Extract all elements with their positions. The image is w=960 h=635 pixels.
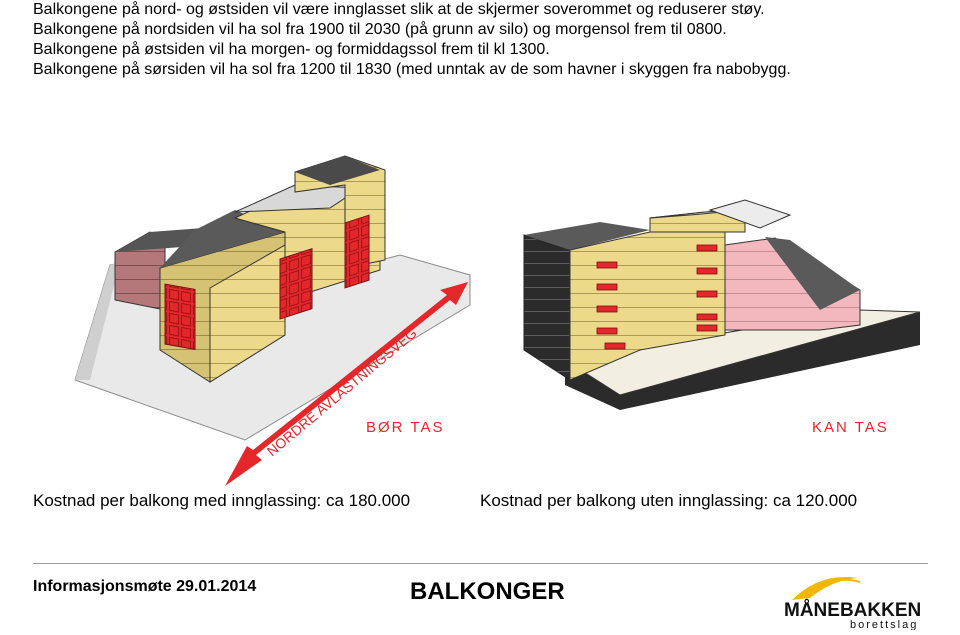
intro-line-1: Balkongene på nord- og østsiden vil være… bbox=[33, 1, 765, 18]
right-caption: KAN TAS bbox=[812, 419, 889, 436]
cost-without-glazing: Kostnad per balkong uten innglassing: ca… bbox=[480, 491, 858, 510]
right-building bbox=[523, 199, 921, 410]
page-title: BALKONGER bbox=[410, 578, 565, 605]
footer-divider bbox=[33, 563, 928, 564]
logo-name: MÅNEBAKKEN bbox=[784, 600, 921, 621]
logo-sub: borettslag bbox=[850, 619, 918, 630]
road-arrow bbox=[225, 282, 468, 486]
cost-with-glazing: Kostnad per balkong med innglassing: ca … bbox=[33, 491, 411, 510]
meeting-date: Informasjonsmøte 29.01.2014 bbox=[33, 578, 257, 595]
left-caption: BØR TAS bbox=[366, 419, 444, 436]
intro-line-4: Balkongene på sørsiden vil ha sol fra 12… bbox=[33, 61, 791, 78]
intro-line-3: Balkongene på østsiden vil ha morgen- og… bbox=[33, 41, 550, 58]
intro-text: Balkongene på nord- og østsiden vil være… bbox=[33, 0, 943, 80]
building-illustration: NORDRE AVLASTNINGSVEG BØR TAS bbox=[0, 100, 960, 490]
left-building bbox=[74, 155, 471, 441]
manebakken-logo: MÅNEBAKKEN borettslag bbox=[780, 572, 940, 631]
intro-line-2: Balkongene på nordsiden vil ha sol fra 1… bbox=[33, 21, 727, 38]
